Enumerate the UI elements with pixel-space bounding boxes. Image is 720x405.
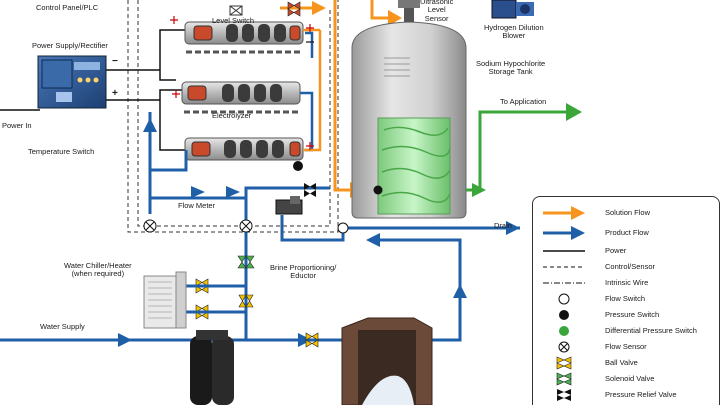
- intrinsic-dashdot-line-icon: [543, 282, 585, 284]
- legend-label: Intrinsic Wire: [605, 278, 649, 287]
- power-line-icon: [543, 250, 585, 252]
- solenoid-valve: [237, 255, 255, 269]
- to-application-line: [466, 110, 568, 192]
- solution-flow-lines: [280, 0, 390, 192]
- legend-row-control: Control/Sensor: [541, 259, 717, 275]
- label-electrolyzer: Electrolyzer: [212, 111, 252, 120]
- legend-label: Pressure Switch: [605, 310, 660, 319]
- legend-row-intrinsic: Intrinsic Wire: [541, 275, 717, 291]
- legend-row-relief-valve: Pressure Relief Valve: [541, 387, 717, 403]
- electrolyzer-cell-2: [181, 81, 301, 105]
- open-circle-icon: [558, 293, 570, 305]
- legend-label: Pressure Relief Valve: [605, 390, 677, 399]
- black-circle-icon: [559, 310, 569, 320]
- legend-row-pressure-switch: Pressure Switch: [541, 307, 717, 323]
- power-supply-rectifier: [37, 55, 107, 109]
- cell-feed-blue: [300, 31, 314, 152]
- top-valve: [287, 1, 301, 17]
- chiller-lines: [186, 284, 246, 314]
- legend-row-flow-sensor: Flow Sensor: [541, 339, 717, 355]
- water-chiller: [143, 271, 187, 329]
- legend-label: Power: [605, 246, 627, 255]
- storage-tank: [351, 0, 467, 219]
- legend-row-diff-pressure: Differential Pressure Switch: [541, 323, 717, 339]
- green-circle-icon: [559, 326, 569, 336]
- hydrogen-dilution-blower: [491, 0, 534, 19]
- relief-valve: [304, 183, 316, 197]
- legend-label: Solution Flow: [605, 208, 651, 217]
- product-flow-arrow-icon: [543, 226, 585, 240]
- legend-label: Control/Sensor: [605, 262, 656, 271]
- label-water-chiller: Water Chiller/Heater (when required): [64, 261, 132, 279]
- brine-eductor: [275, 196, 303, 215]
- solution-flow-arrow-icon: [543, 206, 585, 220]
- legend-label: Product Flow: [605, 228, 649, 237]
- legend-row-ball-valve: Ball Valve: [541, 355, 717, 371]
- legend-label: Solenoid Valve: [605, 374, 655, 383]
- power-wire-negative: [106, 29, 185, 81]
- electrolyzer-cell-1: [184, 21, 304, 45]
- flow-sensor-right: [239, 219, 253, 233]
- flow-switch: [337, 222, 349, 234]
- product-flow-arrows: [118, 118, 520, 347]
- legend-label: Ball Valve: [605, 358, 638, 367]
- electrolyzer-cell-3: [184, 137, 304, 161]
- control-dashed-line-icon: [543, 266, 585, 268]
- legend-label: Flow Switch: [605, 294, 646, 303]
- black-bowtie-icon: [557, 389, 571, 401]
- label-flow-meter: Flow Meter: [178, 201, 216, 210]
- label-hydrogen-blower: Hydrogen Dilution Blower: [484, 23, 544, 41]
- legend-row-solution-flow: Solution Flow: [541, 205, 717, 221]
- legend-row-flow-switch: Flow Switch: [541, 291, 717, 307]
- label-temperature-switch: Temperature Switch: [28, 147, 95, 156]
- label-drain: Drain: [494, 221, 512, 230]
- to-application-arrow: [566, 103, 582, 121]
- circle-x-icon: [558, 341, 570, 353]
- label-to-application: To Application: [500, 97, 547, 106]
- water-softener-tanks: [190, 330, 234, 405]
- label-storage-tank: Sodium Hypochlorite Storage Tank: [476, 59, 546, 77]
- legend-label: Flow Sensor: [605, 342, 647, 351]
- pressure-switch: [293, 161, 303, 171]
- yellow-bowtie-icon: [556, 356, 572, 370]
- label-water-supply: Water Supply: [40, 322, 85, 331]
- label-brine-eductor: Brine Proportioning/ Eductor: [270, 263, 337, 281]
- label-level-switch: Level Switch: [212, 16, 255, 25]
- label-power-supply: Power Supply/Rectifier: [32, 41, 108, 50]
- power-wire-positive: [106, 89, 185, 151]
- legend-row-product-flow: Product Flow: [541, 225, 717, 241]
- label-power-in: Power In: [2, 121, 32, 130]
- legend-label: Differential Pressure Switch: [605, 326, 697, 335]
- brine-tank: [341, 317, 433, 405]
- legend-row-solenoid-valve: Solenoid Valve: [541, 371, 717, 387]
- legend-box: Solution Flow Product Flow Power Control…: [532, 196, 720, 405]
- flow-sensor-left: [143, 219, 157, 233]
- label-power-plus: +: [112, 88, 118, 99]
- green-bowtie-icon: [556, 372, 572, 386]
- legend-row-power: Power: [541, 243, 717, 259]
- control-panel-frame: [127, 0, 339, 233]
- label-ultrasonic-sensor: Ultrasonic Level Sensor: [420, 0, 454, 23]
- cell-feed-orange: [303, 28, 322, 152]
- label-control-panel: Control Panel/PLC: [36, 3, 99, 12]
- label-power-minus: −: [112, 56, 118, 67]
- electrolyzer-stack: [181, 21, 304, 161]
